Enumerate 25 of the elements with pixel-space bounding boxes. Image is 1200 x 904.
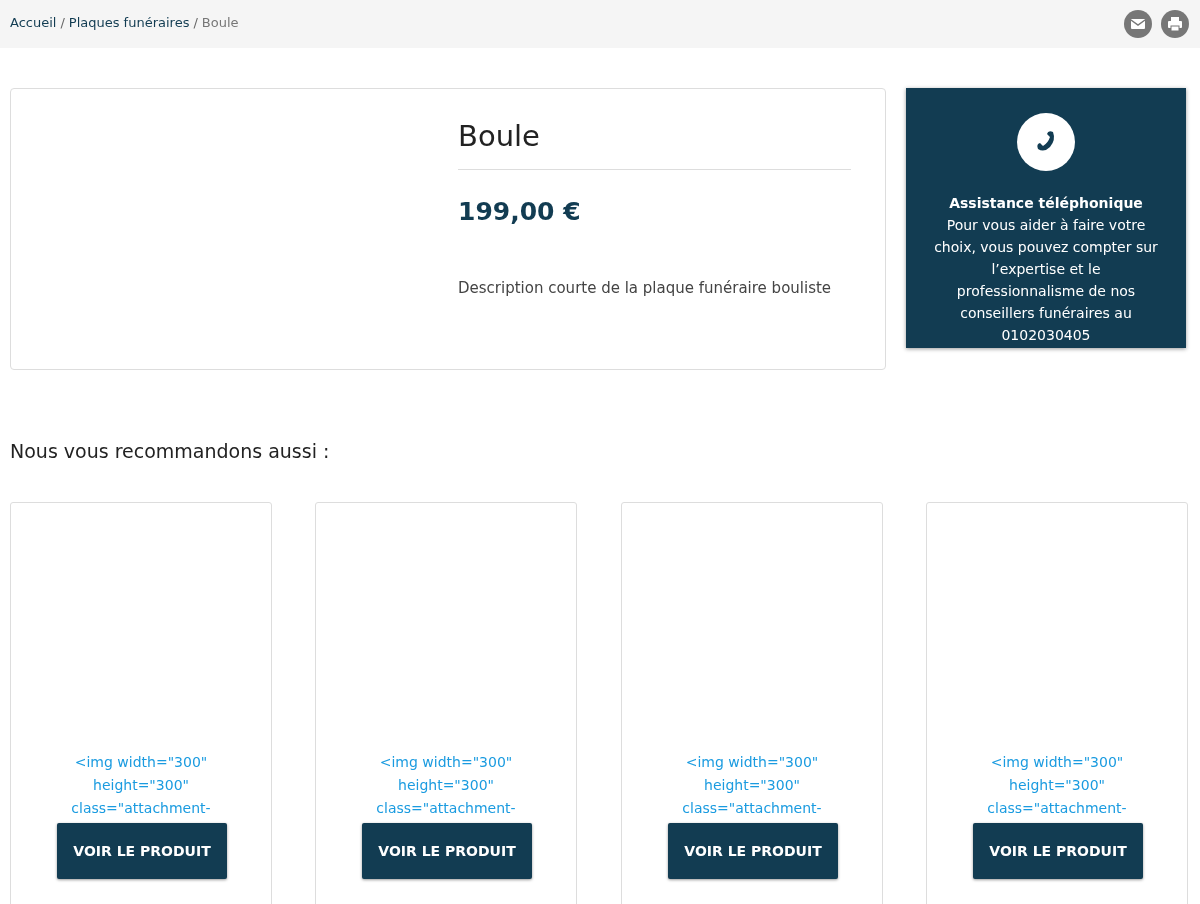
view-product-button: VOIR LE PRODUIT (973, 823, 1143, 879)
product-card (10, 502, 272, 904)
image-placeholder-text: <img width="300" height="300" class="attachment- (986, 753, 1128, 818)
product-card (621, 502, 883, 904)
product-panel (10, 88, 886, 370)
product-card (315, 502, 577, 904)
breadcrumb-separator: / (60, 15, 65, 30)
breadcrumb-separator: / (193, 15, 198, 30)
breadcrumb-link: Accueil (10, 15, 57, 30)
breadcrumb-current: Boule (201, 15, 239, 30)
view-product-button: VOIR LE PRODUIT (668, 823, 838, 879)
image-placeholder-text: <img width="300" height="300" class="attachment- (681, 753, 823, 818)
view-product-button: VOIR LE PRODUIT (362, 823, 532, 879)
product-title: Boule (458, 119, 540, 153)
image-placeholder-text: <img width="300" height="300" class="attachment- (70, 753, 212, 818)
image-placeholder-text: <img width="300" height="300" class="attachment- (375, 753, 517, 818)
product-card (926, 502, 1188, 904)
view-product-button: VOIR LE PRODUIT (57, 823, 227, 879)
product-description: Description courte de la plaque funéraire bouliste (458, 279, 833, 297)
breadcrumb-link: Plaques funéraires (68, 15, 190, 30)
assistance-panel (906, 88, 1186, 348)
product-price: 199,00 € (458, 197, 581, 226)
section-heading: Nous vous recommandons aussi : (10, 440, 330, 462)
assistance-heading: Assistance téléphonique (948, 194, 1144, 213)
assistance-text: Pour vous aider à faire votre choix, vous pouvez compter sur l’expertise et le professionnalisme de nos conseillers funéraires au 0102030405 (933, 216, 1159, 345)
